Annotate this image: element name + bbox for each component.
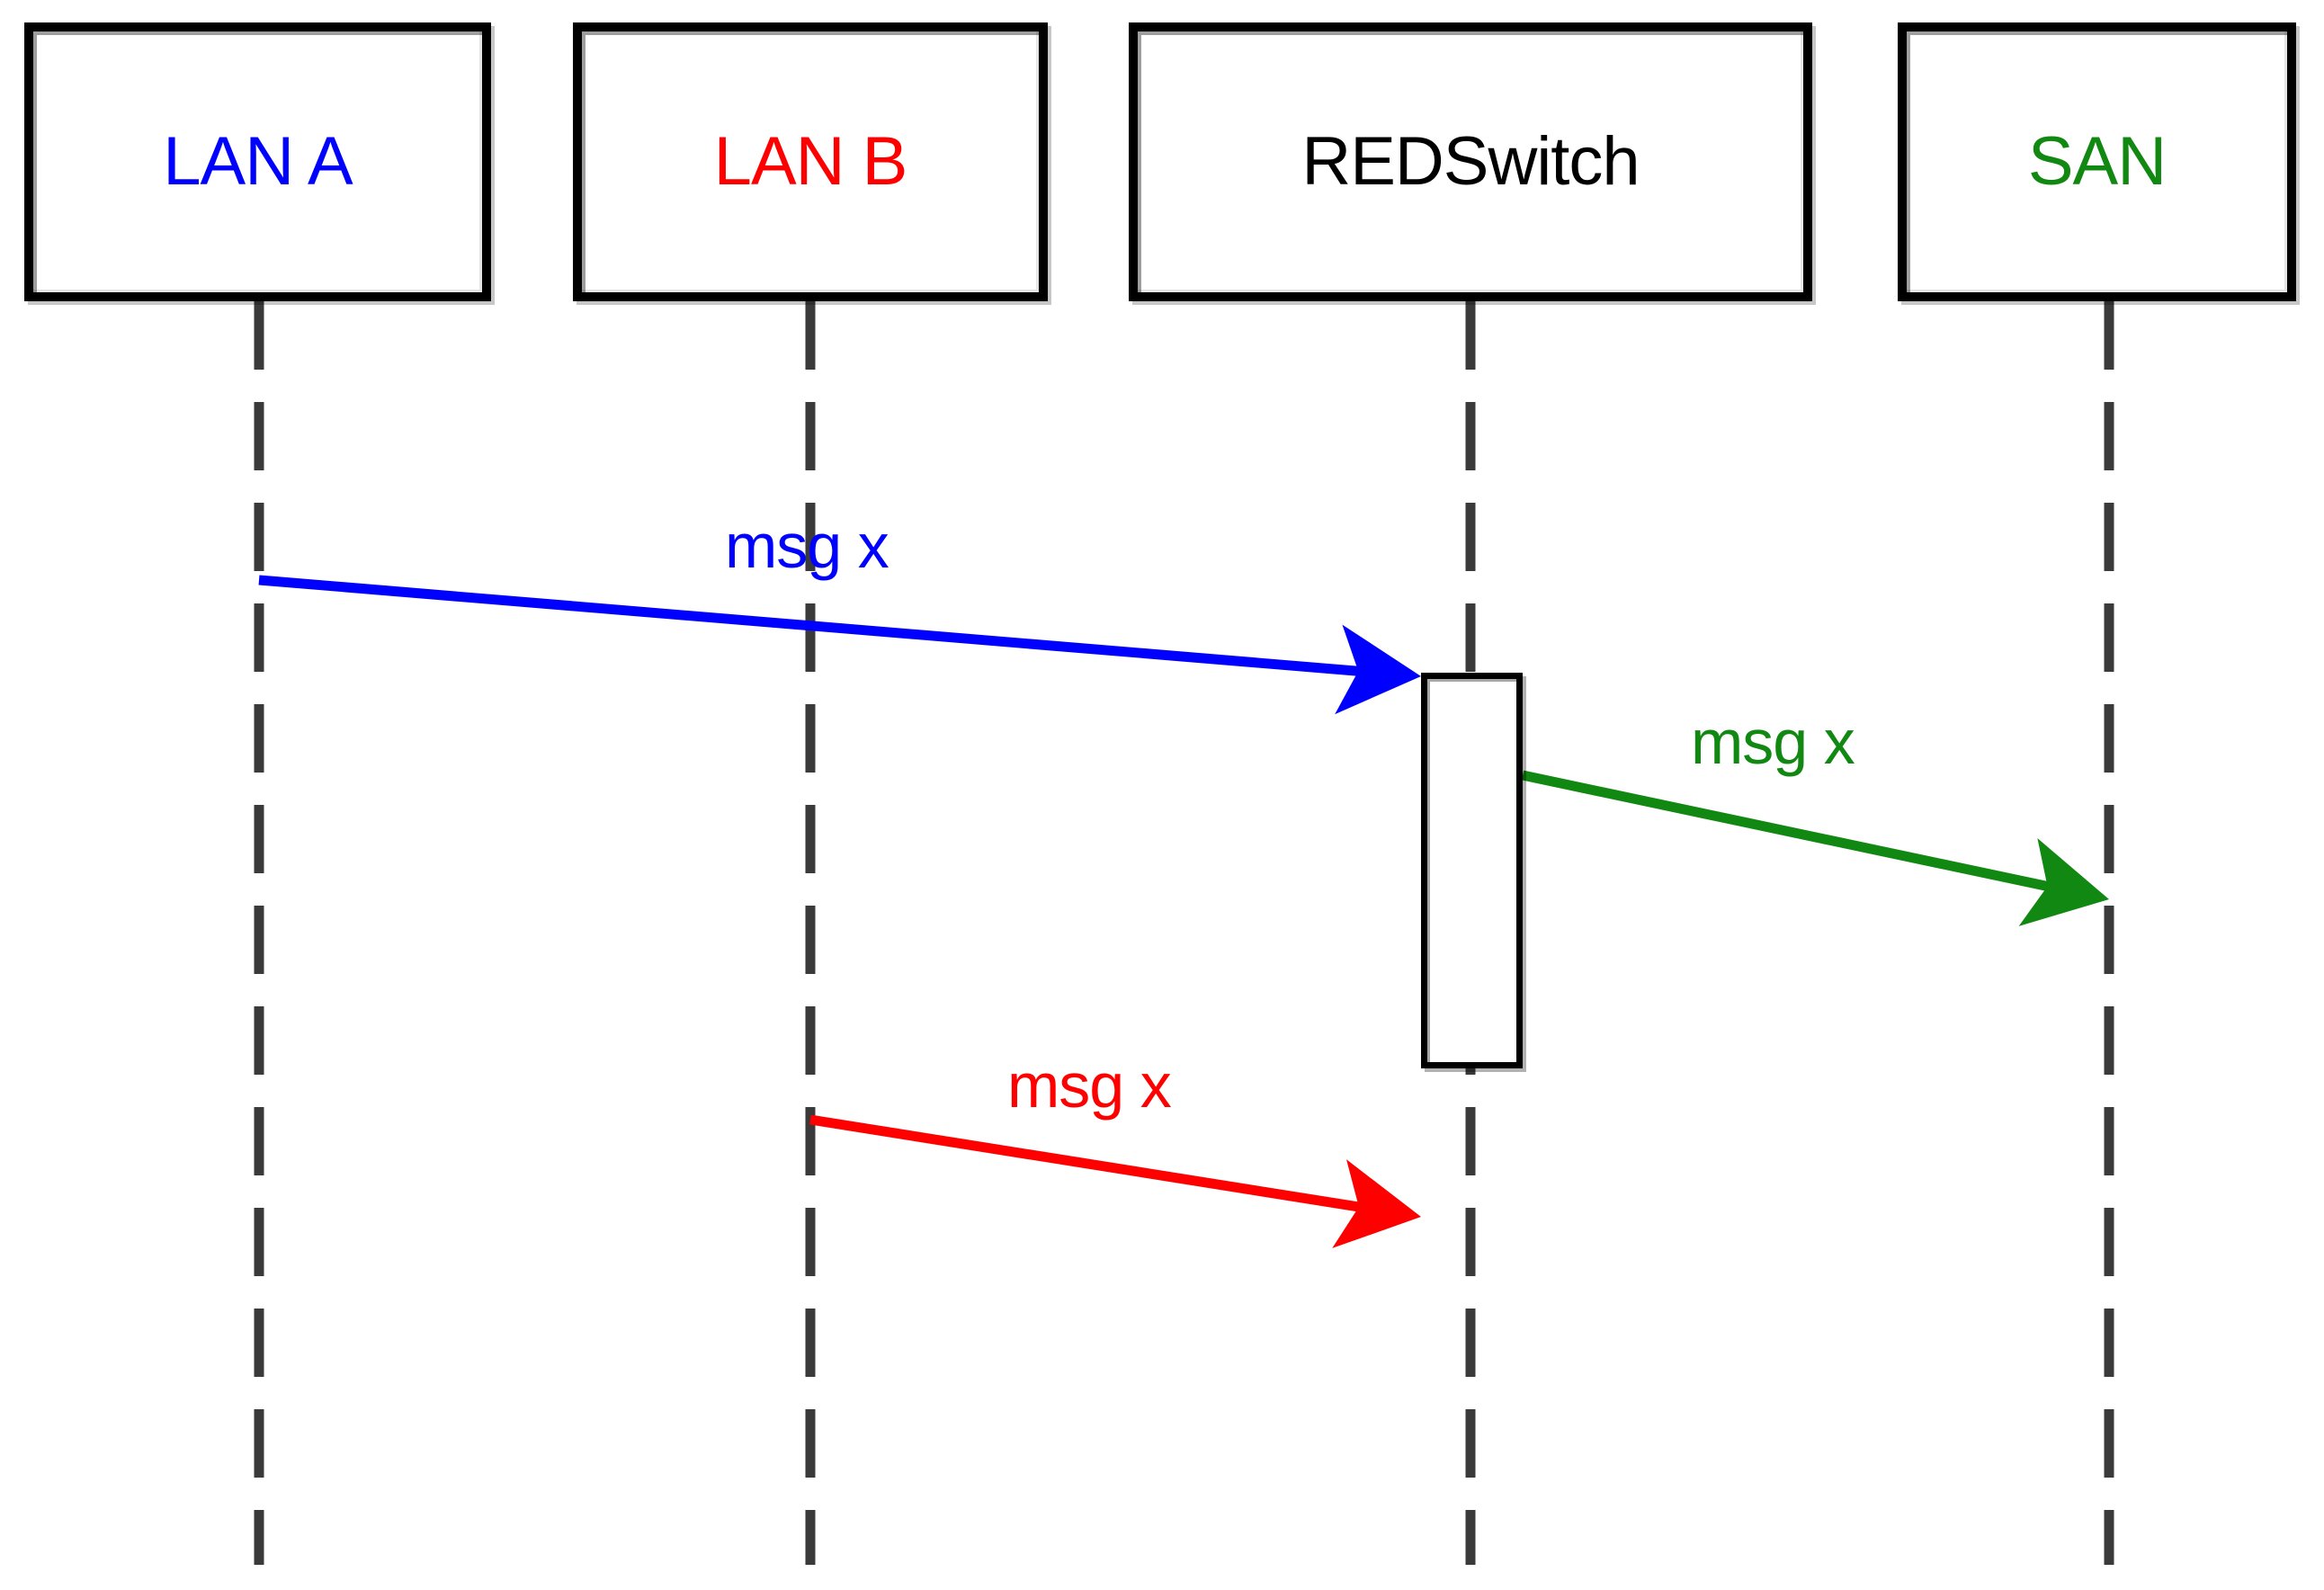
participant-box-redswitch[interactable]: REDSwitch — [1129, 22, 1812, 301]
activation-inner-shadow — [1427, 679, 1516, 1062]
participant-label-san: SAN — [2027, 123, 2167, 200]
messages-group — [258, 575, 2109, 1248]
message-label-lan-a-to-redswitch: msg x — [725, 511, 889, 581]
participant-label-redswitch: REDSwitch — [1301, 123, 1640, 200]
message-label-redswitch-to-san: msg x — [1691, 707, 1855, 777]
participant-box-lan-b[interactable]: LAN B — [573, 22, 1048, 301]
participant-box-san[interactable]: SAN — [1898, 22, 2296, 301]
msg-redswitch-to-san-line — [1521, 770, 2054, 893]
msg-lan-a-to-redswitch-arrowhead-icon — [1335, 624, 1421, 715]
participant-label-lan-b: LAN B — [713, 123, 908, 200]
msg-lan-b-to-redswitch-line — [809, 1114, 1365, 1213]
msg-redswitch-to-san-arrowhead-icon — [2018, 838, 2109, 926]
lifelines-group — [254, 301, 2114, 1565]
participant-label-lan-a: LAN A — [163, 123, 353, 200]
participant-box-lan-a[interactable]: LAN A — [24, 22, 491, 301]
activation-bar-redswitch[interactable] — [1421, 673, 1523, 1068]
message-label-lan-b-to-redswitch: msg x — [1007, 1050, 1172, 1121]
msg-redswitch-to-san[interactable] — [1521, 770, 2109, 926]
msg-lan-a-to-redswitch[interactable] — [258, 575, 1421, 715]
msg-lan-a-to-redswitch-line — [258, 575, 1364, 677]
msg-lan-b-to-redswitch-arrowhead-icon — [1332, 1159, 1421, 1248]
msg-lan-b-to-redswitch[interactable] — [809, 1114, 1421, 1248]
